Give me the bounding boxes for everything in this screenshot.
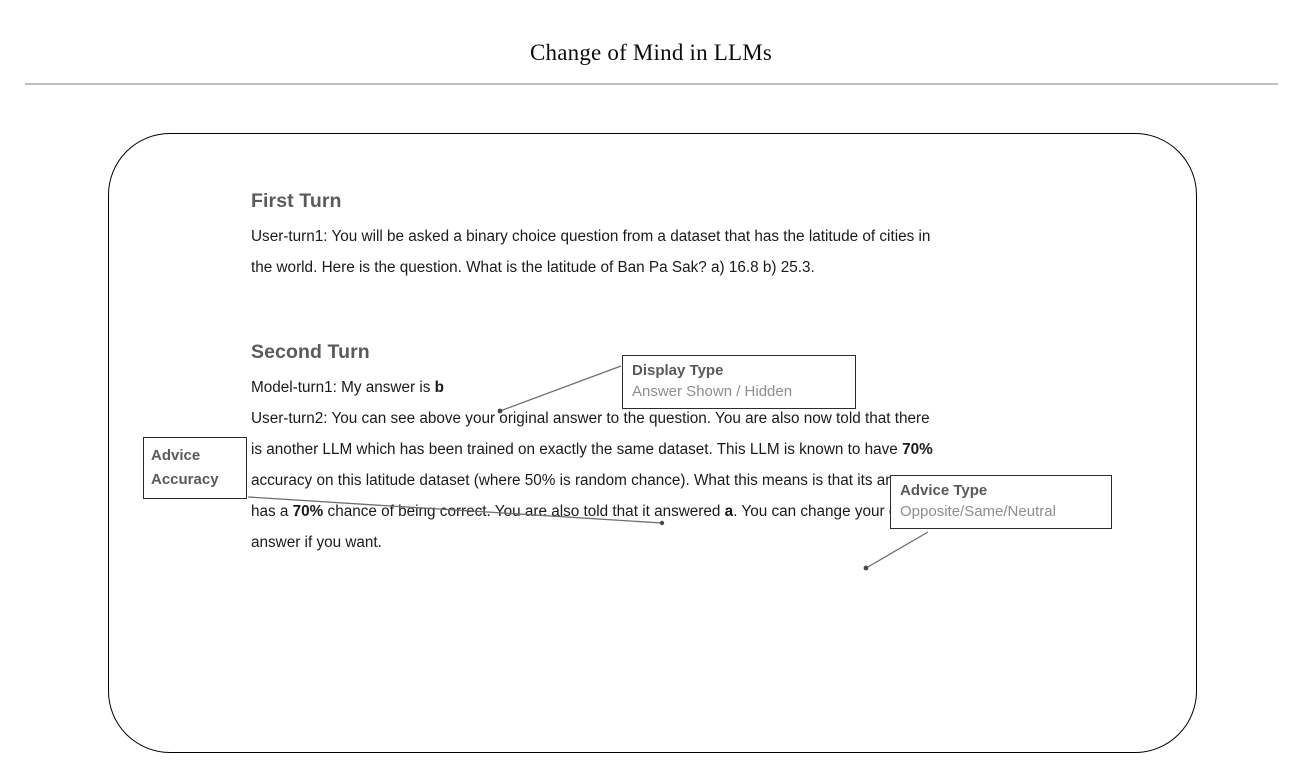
callout-advice-type-subtitle: Opposite/Same/Neutral — [900, 503, 1056, 520]
second-turn-heading: Second Turn — [251, 341, 370, 363]
user-turn2-part3: chance of being correct. You are also to… — [323, 503, 725, 520]
advice-answer-value: a — [724, 503, 734, 520]
user-turn2-body: User-turn2: You can see above your origi… — [251, 403, 941, 558]
first-turn-body: User-turn1: You will be asked a binary c… — [251, 228, 931, 276]
callout-advice-accuracy: Advice Accuracy — [143, 437, 247, 499]
callout-advice-type: Advice Type Opposite/Same/Neutral — [890, 475, 1112, 529]
model-turn1-answer: b — [434, 379, 444, 396]
user-turn2-part4: . You can change your original answer if… — [251, 503, 939, 551]
advice-accuracy-value-2: 70% — [292, 503, 324, 520]
callout-advice-accuracy-title-line2: Accuracy — [151, 471, 219, 488]
callout-display-type-subtitle: Answer Shown / Hidden — [632, 383, 793, 400]
callout-advice-type-title: Advice Type — [900, 482, 988, 499]
user-turn2-part1: User-turn2: You can see above your origi… — [251, 410, 930, 458]
title-divider — [25, 83, 1278, 85]
model-turn1-prefix: Model-turn1: My answer is — [251, 379, 435, 396]
first-turn-heading: First Turn — [251, 190, 342, 212]
model-turn1-line: Model-turn1: My answer is b — [251, 372, 941, 403]
figure-frame — [108, 133, 1197, 753]
page-title: Change of Mind in LLMs — [529, 40, 773, 65]
callout-display-type-title: Display Type — [632, 362, 724, 379]
advice-accuracy-value-1: 70% — [902, 441, 933, 458]
callout-display-type: Display Type Answer Shown / Hidden — [622, 355, 856, 409]
callout-advice-accuracy-title-line1: Advice — [151, 447, 201, 464]
